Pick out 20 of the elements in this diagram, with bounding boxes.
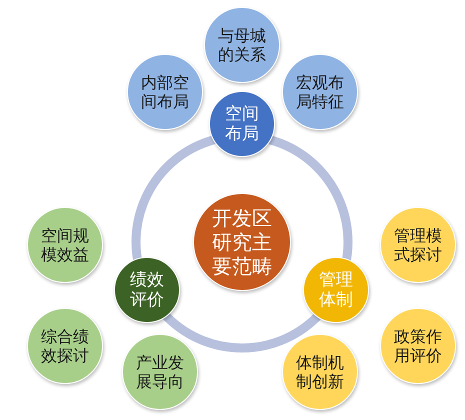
category-circle [114,257,180,323]
topic-circle [282,54,358,130]
topic-circle [204,7,280,83]
category-circle [209,91,275,157]
node-text: 绩效评价 [129,270,165,310]
node-text: 体制机制创新 [295,352,345,392]
node-text: 产业发展导向 [135,352,185,392]
node-text: 管理模式探讨 [393,226,443,264]
node-text: 空间规模效益 [40,226,90,264]
node-text: 开发区研究主要范畴 [211,206,273,278]
category-circle [303,257,369,323]
node-text: 宏观布局特征 [295,72,345,112]
topic-circle [122,334,198,410]
node-text: 管理体制 [318,270,354,310]
node-text: 综合绩效探讨 [40,326,90,366]
node-text: 与母城的关系 [217,26,267,64]
topic-circle [282,334,358,410]
node-text: 空间布局 [224,104,260,144]
node-text: 政策作用评价 [393,326,443,366]
node-text: 内部空间布局 [140,72,190,112]
